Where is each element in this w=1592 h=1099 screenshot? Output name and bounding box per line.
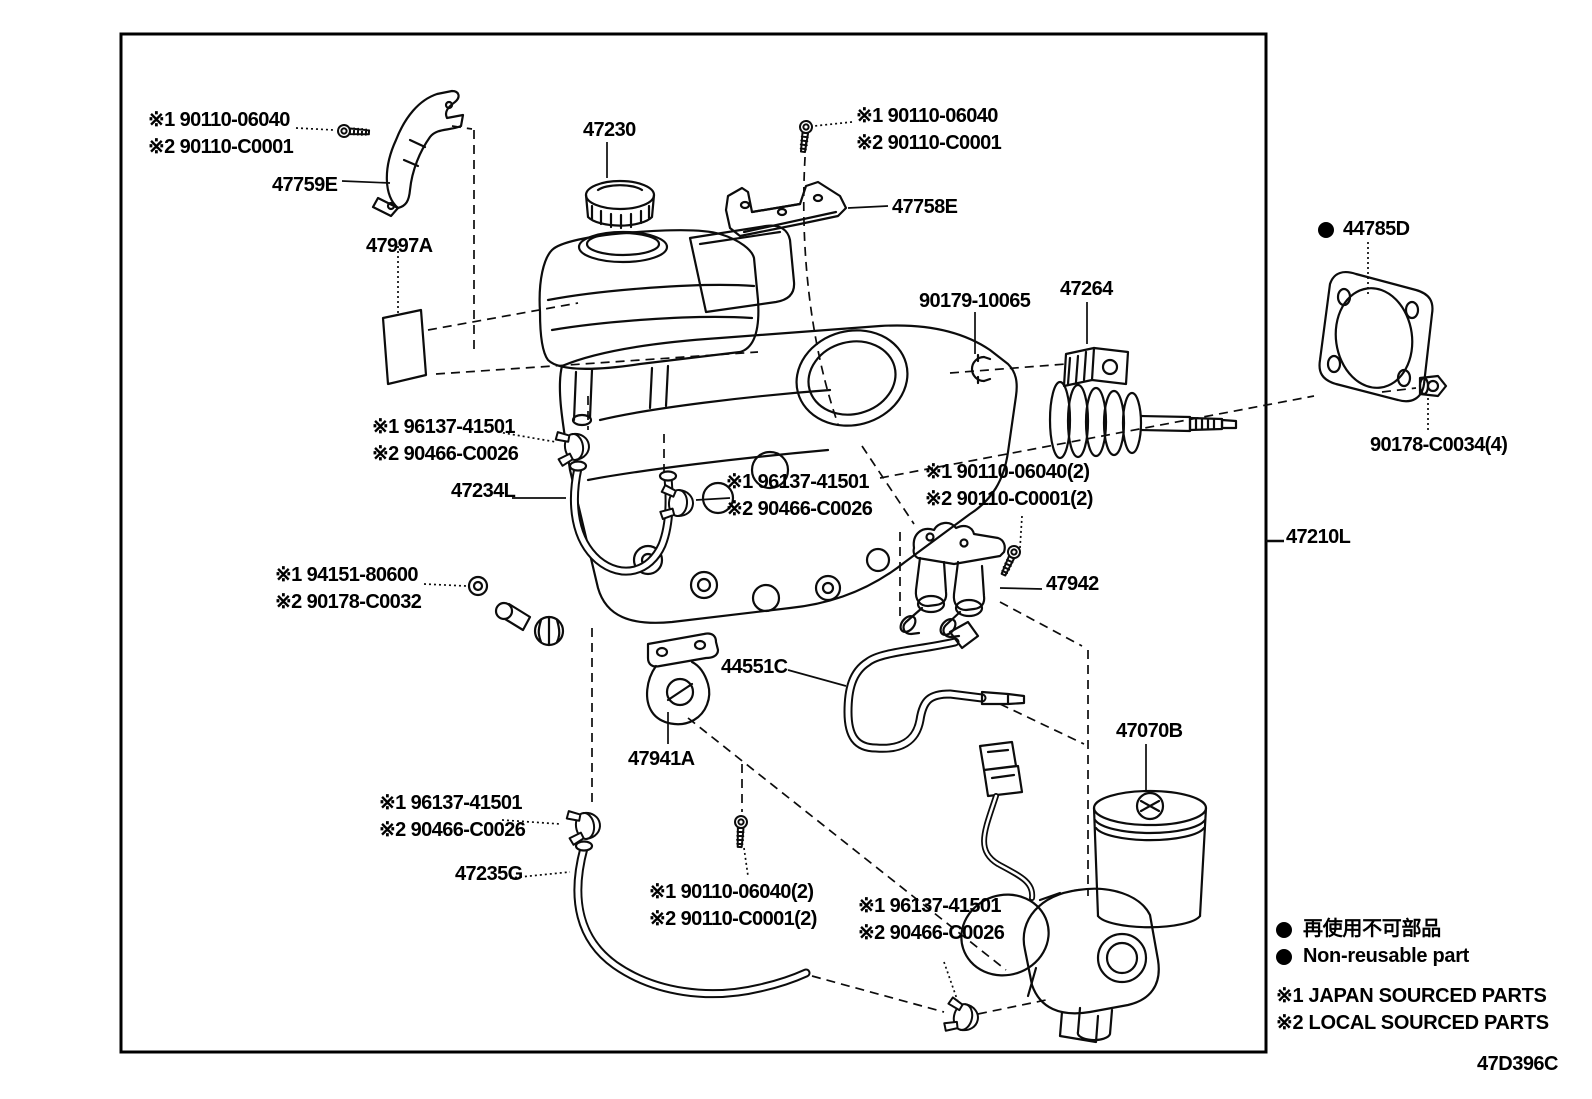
clip-90179-10065 [970,353,992,385]
accumulator-47070b [1092,789,1208,929]
non-reusable-bullet-icon [1276,921,1292,938]
callout-47758E: 47758E [892,196,958,218]
damper-47264 [1062,346,1130,388]
tube-44551c [843,620,1026,753]
callout-clamp-lower: ※1 96137-41501※2 90466-C0026 [379,792,526,841]
bolt-90110-top-mid [795,119,814,154]
callout-bolt-47942: ※1 90110-06040(2)※2 90110-C0001(2) [925,461,1093,510]
solenoid-bracket-47942 [899,521,1006,639]
callout-clamp-mid: ※1 96137-41501※2 90466-C0026 [726,471,873,520]
legend-non-reusable-jp: 再使用不可部品 [1276,916,1549,943]
bolt-90110-bottom [732,814,749,849]
legend: 再使用不可部品 Non-reusable part ※1 JAPAN SOURC… [1276,916,1549,1037]
gasket-44785d [1318,271,1434,403]
callout-47230: 47230 [583,119,636,141]
non-reusable-bullet-icon [1276,948,1292,965]
callout-47997A: 47997A [366,235,433,257]
pump-body-47070 [960,887,1160,1044]
callout-bolt-top-mid: ※1 90110-06040※2 90110-C0001 [856,105,1002,154]
washer-plug-knurl-94151 [467,575,565,647]
clamp-96137-lower [564,805,604,847]
callout-47264: 47264 [1060,278,1113,300]
leader-lines [295,121,1429,1003]
legend-note-2: ※2 LOCAL SOURCED PARTS [1276,1012,1549,1034]
legend-note-1: ※1 JAPAN SOURCED PARTS [1276,985,1547,1007]
clamp-96137-upper [553,426,593,468]
booster-push-rod [1048,380,1238,460]
non-reusable-bullet-icon [1318,221,1334,238]
nut-90178-c0034 [1418,374,1448,398]
hose-47234l [568,460,678,576]
dashed-assembly-lines [427,125,1417,1015]
callout-washer-94151: ※1 94151-80600※2 90178-C0032 [275,564,422,613]
bolt-90110-47942 [996,542,1024,579]
legend-non-reusable-en: Non-reusable part [1276,943,1549,970]
callout-bolt-top-left: ※1 90110-06040※2 90110-C0001 [148,109,294,158]
hose-47235g [573,840,811,999]
sticker-47997a [381,308,428,386]
bracket-47759e [371,89,465,218]
callout-clamp-upper: ※1 96137-41501※2 90466-C0026 [372,416,519,465]
bracket-47758e [724,180,848,238]
reservoir-47220 [538,224,796,427]
drawing-code: 47D396C [1477,1053,1559,1075]
callout-90179-10065: 90179-10065 [919,290,1031,312]
callout-bolt-bottom: ※1 90110-06040(2)※2 90110-C0001(2) [649,881,817,930]
callout-90178-C0034: 90178-C0034(4) [1370,434,1508,456]
callout-44785D: 44785D [1318,216,1410,243]
cap-47230 [584,179,656,230]
wiring-harness [978,740,1036,901]
bolt-90110-top-left [336,123,371,140]
callout-47235G: 47235G [455,863,523,885]
callout-47210L: 47210L [1286,526,1351,548]
callout-47941A: 47941A [628,748,695,770]
callout-47942: 47942 [1046,573,1099,595]
clamp-96137-bottom [941,995,983,1038]
callout-44551C: 44551C [721,656,788,678]
callout-clamp-bottom: ※1 96137-41501※2 90466-C0026 [858,895,1005,944]
bracket-47941a [646,632,720,726]
master-cylinder-body [558,324,1018,624]
callout-47070B: 47070B [1116,720,1183,742]
callout-47234L: 47234L [451,480,516,502]
diagram-border [119,32,1268,1054]
callout-47759E: 47759E [272,174,338,196]
